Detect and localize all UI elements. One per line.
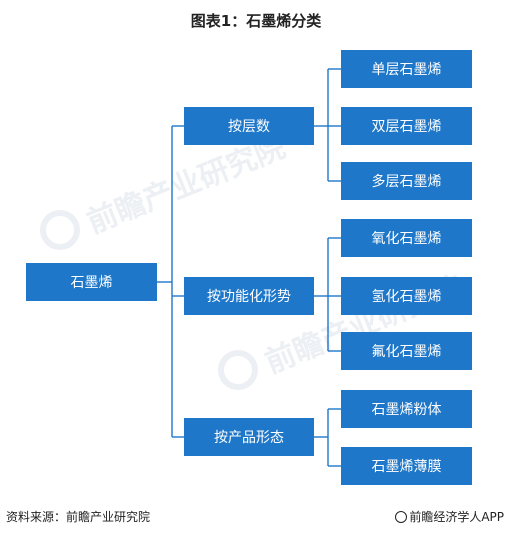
- brand-credit: 前瞻经济学人APP: [395, 508, 504, 525]
- chart-title: 图表1：石墨烯分类: [190, 12, 322, 30]
- leaf-node: 氧化石墨烯: [341, 219, 472, 257]
- watermark-logo: [218, 350, 258, 390]
- leaf-node: 氟化石墨烯: [341, 332, 472, 370]
- app-logo-icon: [395, 511, 408, 523]
- root-node: 石墨烯: [26, 263, 157, 301]
- category-node: 按产品形态: [184, 418, 314, 456]
- leaf-node: 单层石墨烯: [341, 50, 472, 88]
- leaf-node: 氢化石墨烯: [341, 277, 472, 315]
- source-note: 资料来源：前瞻产业研究院: [6, 510, 151, 524]
- leaf-node: 多层石墨烯: [341, 162, 472, 200]
- category-node: 按层数: [184, 107, 314, 145]
- leaf-node: 石墨烯薄膜: [341, 447, 472, 485]
- leaf-node: 双层石墨烯: [341, 107, 472, 145]
- leaf-node: 石墨烯粉体: [341, 390, 472, 428]
- brand-label: 前瞻经济学人APP: [409, 510, 504, 524]
- watermark-logo: [40, 210, 80, 250]
- category-node: 按功能化形势: [184, 277, 314, 315]
